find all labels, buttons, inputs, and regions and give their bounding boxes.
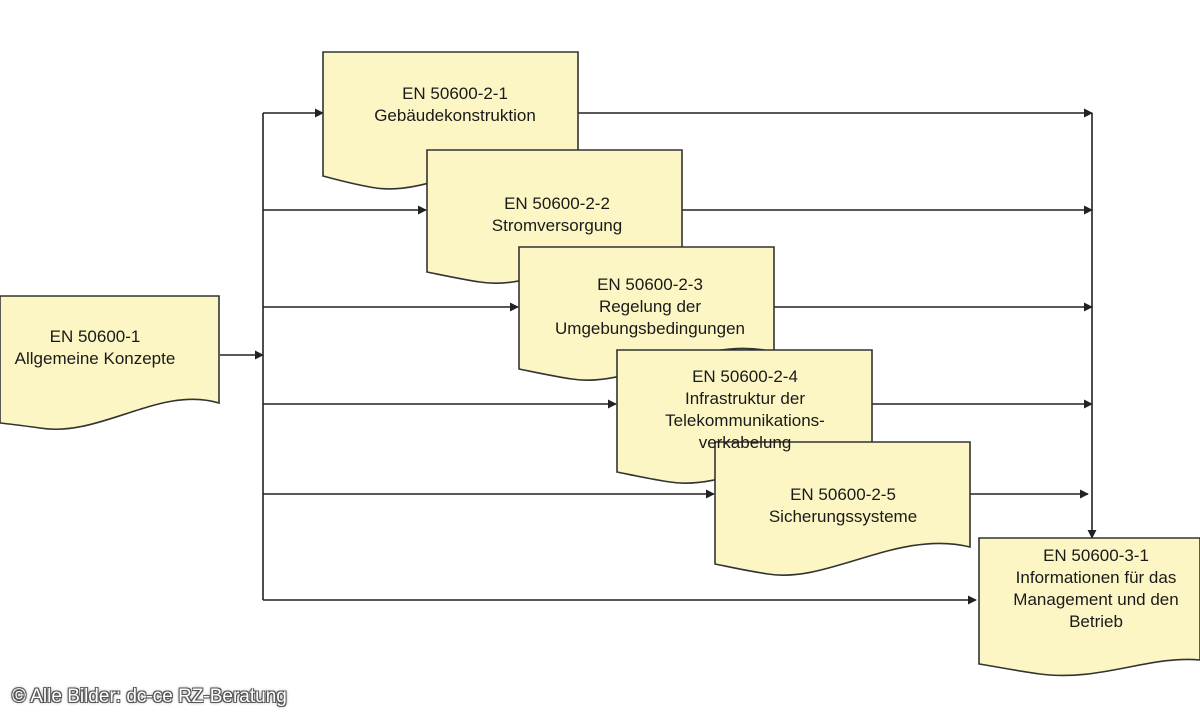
doc-en50600-2-1: EN 50600-2-1 Gebäudekonstruktion bbox=[340, 83, 570, 127]
doc-title: verkabelung bbox=[698, 433, 792, 452]
doc-shape-en50600-1 bbox=[0, 295, 220, 430]
doc-title: Telekommunikations- bbox=[665, 411, 825, 430]
doc-code: EN 50600-3-1 bbox=[1043, 546, 1149, 565]
doc-title: Infrastruktur der bbox=[685, 389, 805, 408]
image-credit: © Alle Bilder: dc-ce RZ-Beratung bbox=[12, 686, 287, 707]
doc-title: Informationen für das bbox=[1015, 568, 1177, 587]
doc-title: Allgemeine Konzepte bbox=[14, 349, 176, 368]
doc-title: Management und den bbox=[1013, 590, 1179, 609]
connectors bbox=[220, 108, 1097, 605]
doc-en50600-1: EN 50600-1 Allgemeine Konzepte bbox=[0, 326, 195, 370]
doc-title: Gebäudekonstruktion bbox=[374, 106, 536, 125]
doc-code: EN 50600-2-5 bbox=[790, 485, 896, 504]
doc-en50600-3-1: EN 50600-3-1 Informationen für das Manag… bbox=[996, 545, 1196, 633]
doc-shape-en50600-2-5 bbox=[714, 441, 971, 576]
doc-code: EN 50600-2-4 bbox=[692, 367, 798, 386]
doc-en50600-2-2: EN 50600-2-2 Stromversorgung bbox=[442, 193, 672, 237]
doc-code: EN 50600-2-1 bbox=[402, 84, 508, 103]
doc-title: Sicherungssysteme bbox=[768, 507, 918, 526]
doc-shape-en50600-3-1 bbox=[978, 537, 1200, 677]
doc-en50600-2-3: EN 50600-2-3 Regelung der Umgebungsbedin… bbox=[535, 274, 765, 340]
doc-title: Betrieb bbox=[1069, 612, 1123, 631]
doc-title: Stromversorgung bbox=[491, 216, 623, 235]
doc-title: Umgebungsbedingungen bbox=[555, 319, 745, 338]
doc-shape-en50600-2-3 bbox=[518, 246, 775, 381]
doc-code: EN 50600-2-2 bbox=[504, 194, 610, 213]
doc-en50600-2-5: EN 50600-2-5 Sicherungssysteme bbox=[743, 484, 943, 528]
doc-en50600-2-4: EN 50600-2-4 Infrastruktur der Telekommu… bbox=[630, 366, 860, 454]
doc-title: Regelung der bbox=[598, 297, 702, 316]
doc-code: EN 50600-1 bbox=[49, 327, 141, 346]
doc-code: EN 50600-2-3 bbox=[597, 275, 703, 294]
